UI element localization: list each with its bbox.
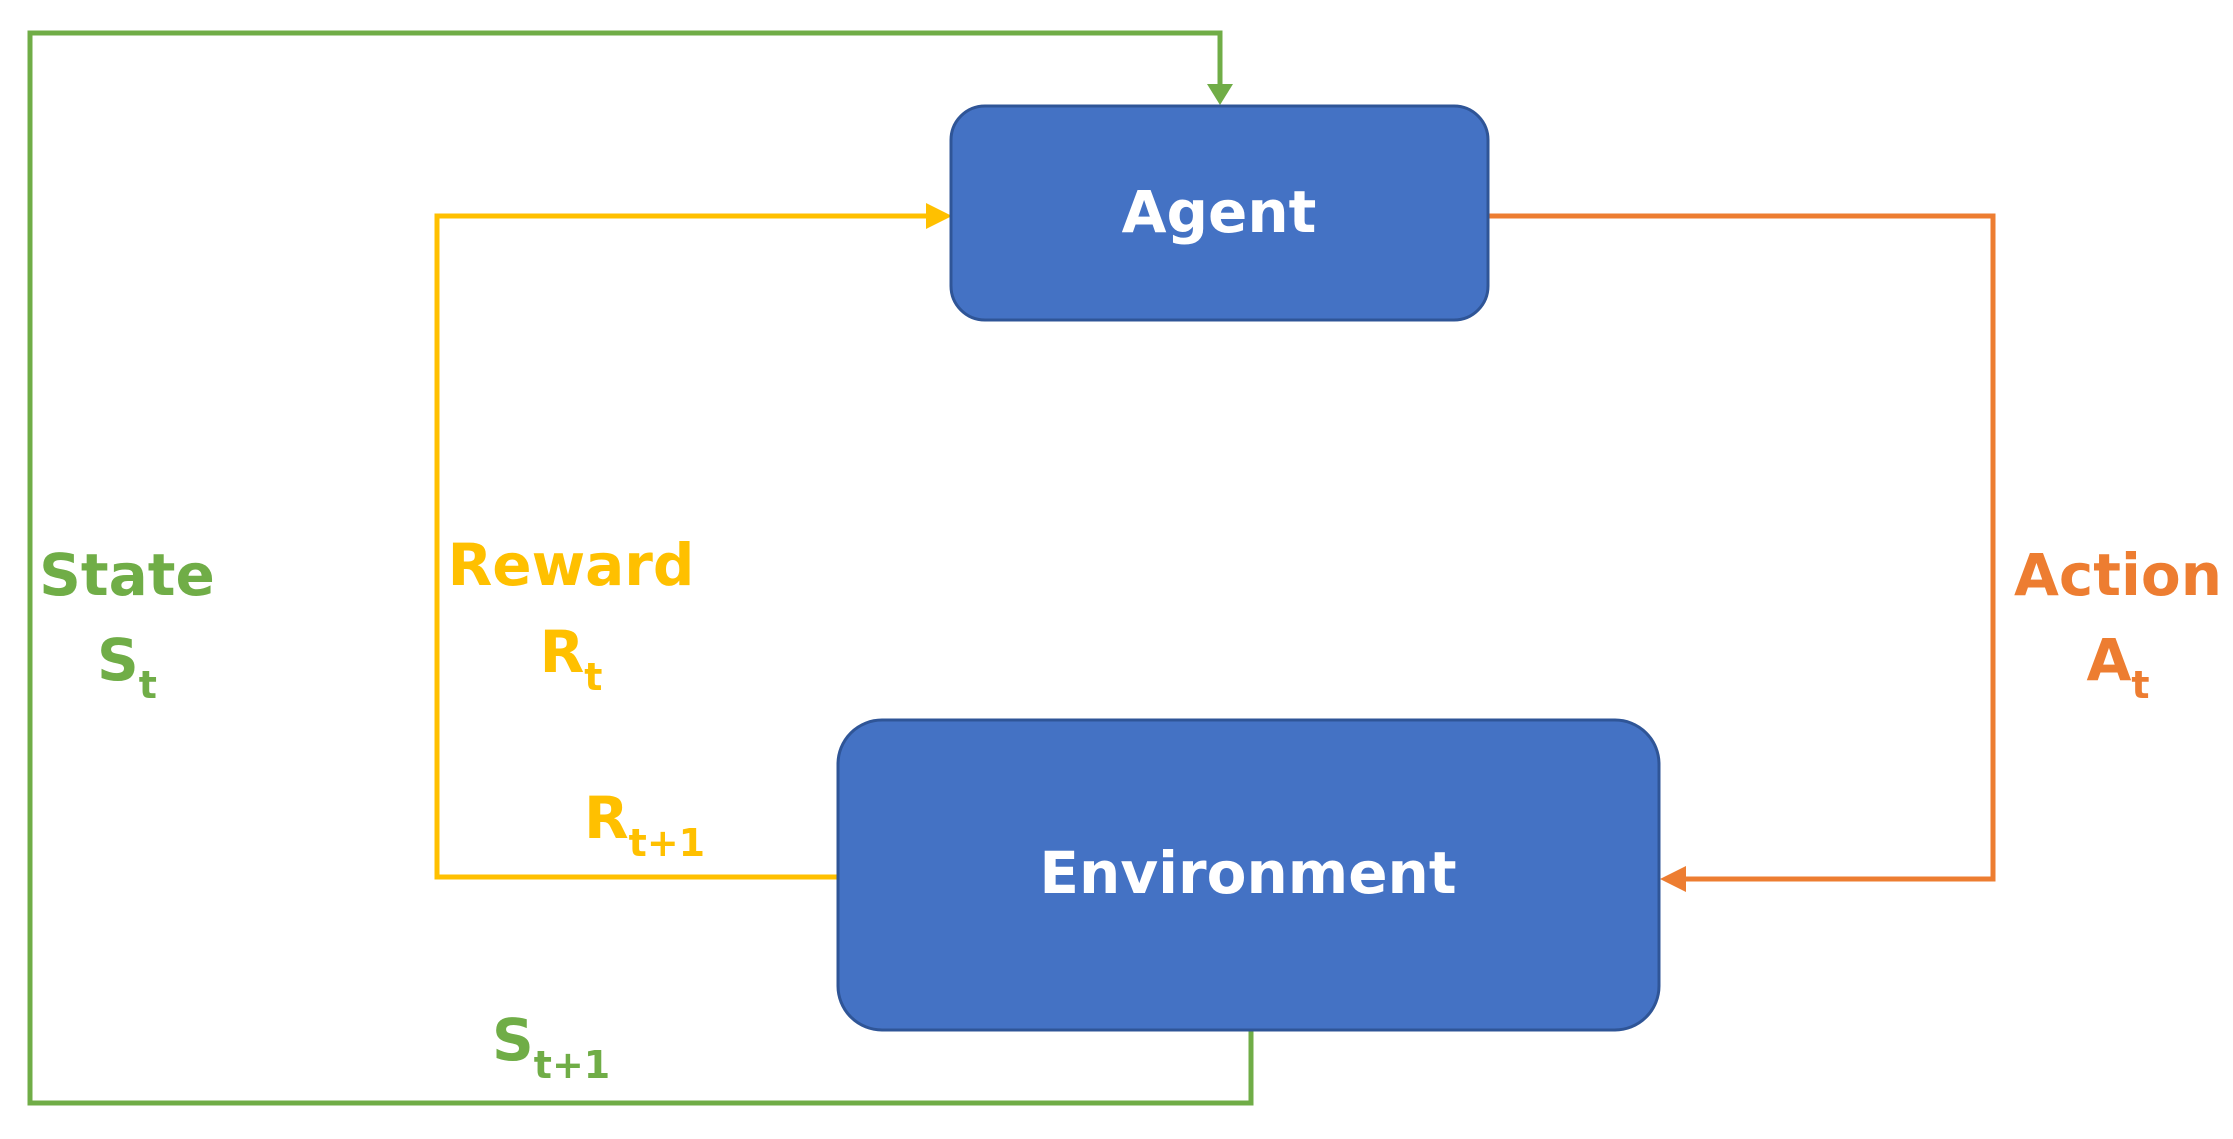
- action-loop-line: [1488, 213, 1996, 882]
- state-arrowhead: [1207, 84, 1233, 105]
- state-symbol-label: St: [97, 626, 157, 707]
- environment-label: Environment: [1039, 839, 1456, 907]
- reward-word-label: Reward: [448, 531, 695, 599]
- state-loop-line: [27, 30, 1254, 1106]
- next-state-label: St+1: [492, 1006, 610, 1087]
- action-word-label: Action: [2014, 541, 2222, 609]
- state-word-label: State: [39, 541, 215, 609]
- environment-node: Environment: [836, 718, 1661, 1032]
- agent-label: Agent: [1122, 178, 1317, 246]
- reward-loop-line: [434, 213, 930, 880]
- reward-arrowhead: [926, 203, 952, 229]
- action-symbol-label: At: [2086, 626, 2149, 707]
- agent-node: Agent: [949, 104, 1490, 322]
- reward-symbol-label: Rt: [540, 618, 603, 699]
- next-reward-label: Rt+1: [584, 784, 705, 865]
- action-arrowhead: [1660, 866, 1686, 892]
